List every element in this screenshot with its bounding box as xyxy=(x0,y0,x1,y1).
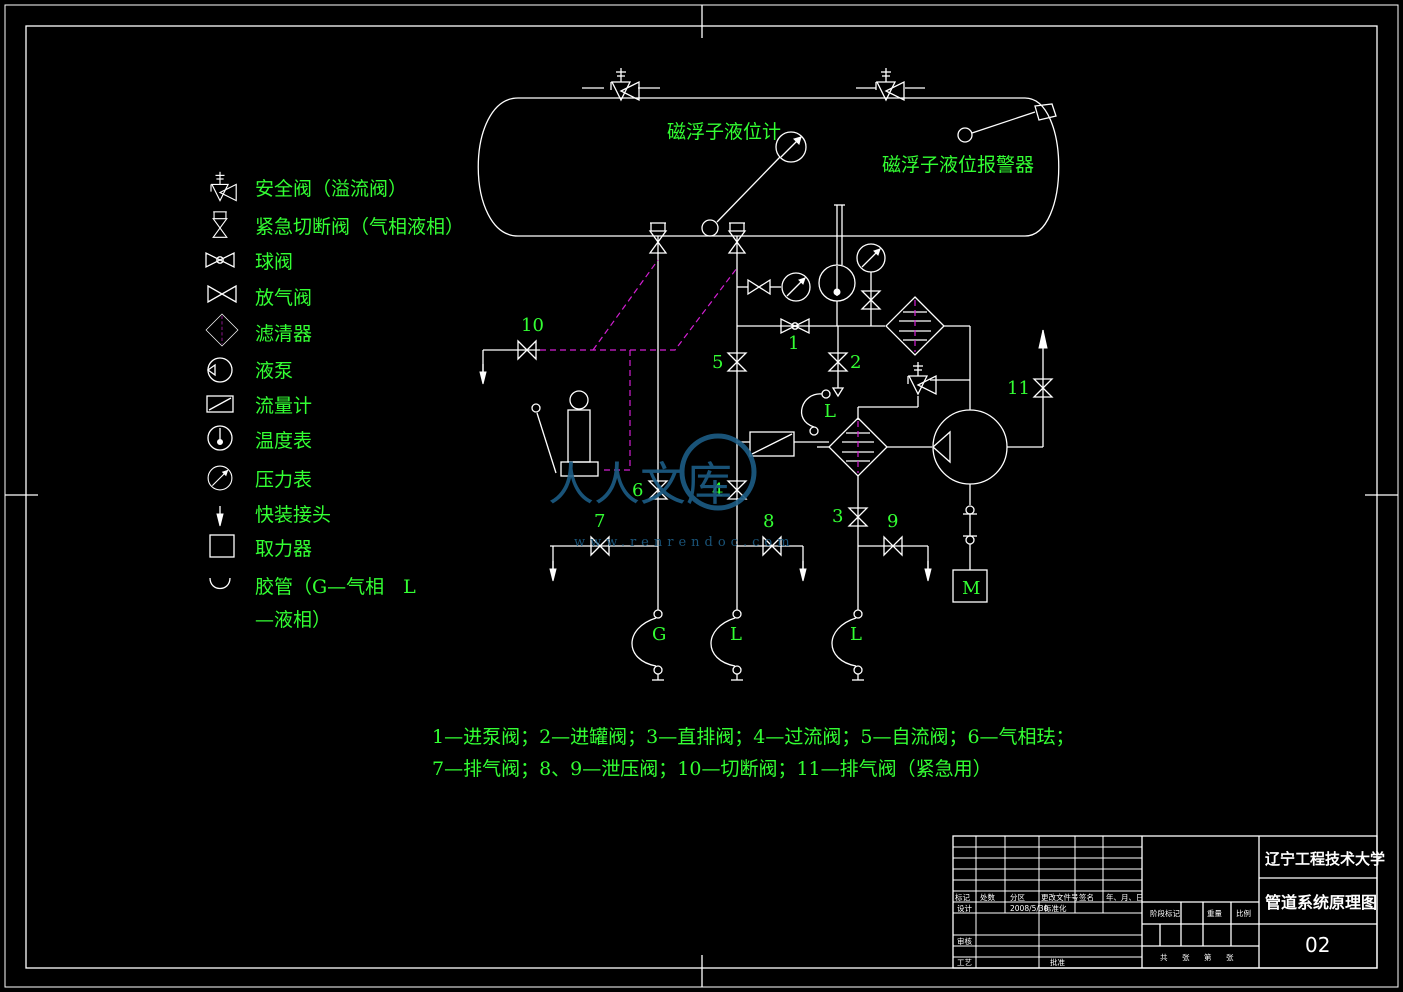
motor-label: M xyxy=(962,578,980,599)
sheet-cell: 第 xyxy=(1204,952,1212,962)
legend-hose-icon xyxy=(209,577,231,590)
rev-cell: 更改文件号 xyxy=(1041,892,1079,902)
drawing-number: 02 xyxy=(1305,933,1330,957)
level-alarm-label: 磁浮子液位报警器 xyxy=(882,154,1034,176)
valve-number: 5 xyxy=(712,352,723,373)
legend-safety-valve-icon xyxy=(210,171,237,202)
valve-number: 9 xyxy=(887,511,898,532)
level-gauge-label: 磁浮子液位计 xyxy=(667,121,781,143)
storage-tank: 磁浮子液位计 磁浮子液位报警器 xyxy=(477,67,1060,237)
legend-label: 液泵 xyxy=(255,360,293,382)
liquid-pump-icon xyxy=(932,409,1008,485)
rev-cell: 标记 xyxy=(955,892,970,902)
legend-label: 滤清器 xyxy=(255,323,312,345)
watermark: 人人文库 www.renrendoc.com xyxy=(548,433,795,550)
valve-number: 11 xyxy=(1007,378,1030,399)
legend-label: 球阀 xyxy=(255,251,293,273)
legend-label: 紧急切断阀（气相液相） xyxy=(255,216,464,238)
valve-number: 6 xyxy=(632,480,643,501)
legend-filter-icon xyxy=(205,313,239,347)
notes-line-1: 1—进泵阀；2—进罐阀；3—直排阀；4—过流阀；5—自流阀；6—气相珐； xyxy=(432,726,1075,748)
legend-label: 放气阀 xyxy=(255,287,312,309)
legend-ball-valve-icon xyxy=(205,252,235,268)
design-cell: 2008/5/30 xyxy=(1010,904,1049,913)
title-block: 标记 处数 分区 更改文件号 签名 年、月、日 设计 2008/5/30 标准化… xyxy=(952,835,1385,969)
design-cell: 标准化 xyxy=(1044,903,1067,913)
valve-number: 2 xyxy=(850,352,861,373)
legend-label: 取力器 xyxy=(255,538,312,560)
valve-number: 1 xyxy=(788,333,799,354)
design-cell: 设计 xyxy=(957,903,972,913)
legend-labels: 安全阀（溢流阀） 紧急切断阀（气相液相） 球阀 放气阀 滤清器 液泵 流量计 温… xyxy=(255,178,464,631)
legend-quick-coupling-icon xyxy=(216,505,224,527)
valve-number: 8 xyxy=(763,511,774,532)
rev-cell: 签名 xyxy=(1079,892,1094,902)
sheet-cell: 张 xyxy=(1182,953,1190,962)
legend-label: 温度表 xyxy=(255,430,312,452)
process-cell: 工艺 xyxy=(957,958,972,967)
legend-flowmeter-icon xyxy=(206,395,234,413)
hose-letter-liquid: L xyxy=(730,624,742,645)
valve-number: 10 xyxy=(521,315,544,336)
watermark-url: www.renrendoc.com xyxy=(574,535,795,550)
legend-esv-icon xyxy=(212,211,228,238)
legend-label: 快装接头 xyxy=(255,504,331,526)
valve-number: 4 xyxy=(712,480,723,501)
stage-cell: 重量 xyxy=(1207,909,1223,918)
legend-label: 安全阀（溢流阀） xyxy=(255,178,407,200)
legend-thermometer-icon xyxy=(207,425,233,451)
stage-cell: 比例 xyxy=(1236,908,1251,918)
legend-icons xyxy=(205,171,239,590)
rev-cell: 年、月、日 xyxy=(1106,892,1144,902)
watermark-text: 人人文库 xyxy=(548,457,732,511)
hose-letter-liquid: L xyxy=(850,624,862,645)
valve-number: 3 xyxy=(832,506,843,527)
flowmeter-icon xyxy=(749,431,795,457)
motor-box xyxy=(952,569,988,603)
alarm-float-icon xyxy=(957,127,973,143)
valve-number: 7 xyxy=(594,511,605,532)
legend-pressure-gauge-icon xyxy=(207,465,233,491)
notes-line-2: 7—排气阀；8、9—泄压阀；10—切断阀；11—排气阀（紧急用） xyxy=(432,758,992,780)
approve-cell: 批准 xyxy=(1050,957,1066,967)
legend-power-takeoff-icon xyxy=(209,534,235,558)
legend-label-continued: —液相） xyxy=(255,609,331,631)
level-gauge-dial-icon xyxy=(775,131,807,163)
rev-cell: 分区 xyxy=(1010,893,1026,902)
float-icon xyxy=(701,219,719,237)
check-cell: 审核 xyxy=(957,936,972,946)
sheet-cell: 张 xyxy=(1226,953,1234,962)
legend-label: 压力表 xyxy=(255,469,312,491)
piping xyxy=(479,204,1053,681)
stage-cell: 阶段标记 xyxy=(1150,908,1180,918)
valve-numbers: 1 2 3 4 5 6 7 8 9 10 11 G L L L M xyxy=(521,315,1030,645)
legend-label: 流量计 xyxy=(255,395,312,417)
sheet-cell: 共 xyxy=(1160,953,1168,962)
university-name: 辽宁工程技术大学 xyxy=(1265,850,1385,868)
hose-letter-liquid: L xyxy=(824,401,836,422)
legend-label: 胶管（G—气相 L xyxy=(255,576,416,598)
legend-liquid-pump-icon xyxy=(206,357,233,383)
legend-vent-valve-icon xyxy=(207,284,237,304)
hose-letter-gas: G xyxy=(652,624,666,645)
rev-cell: 处数 xyxy=(980,892,995,902)
drawing-title: 管道系统原理图 xyxy=(1265,893,1377,912)
